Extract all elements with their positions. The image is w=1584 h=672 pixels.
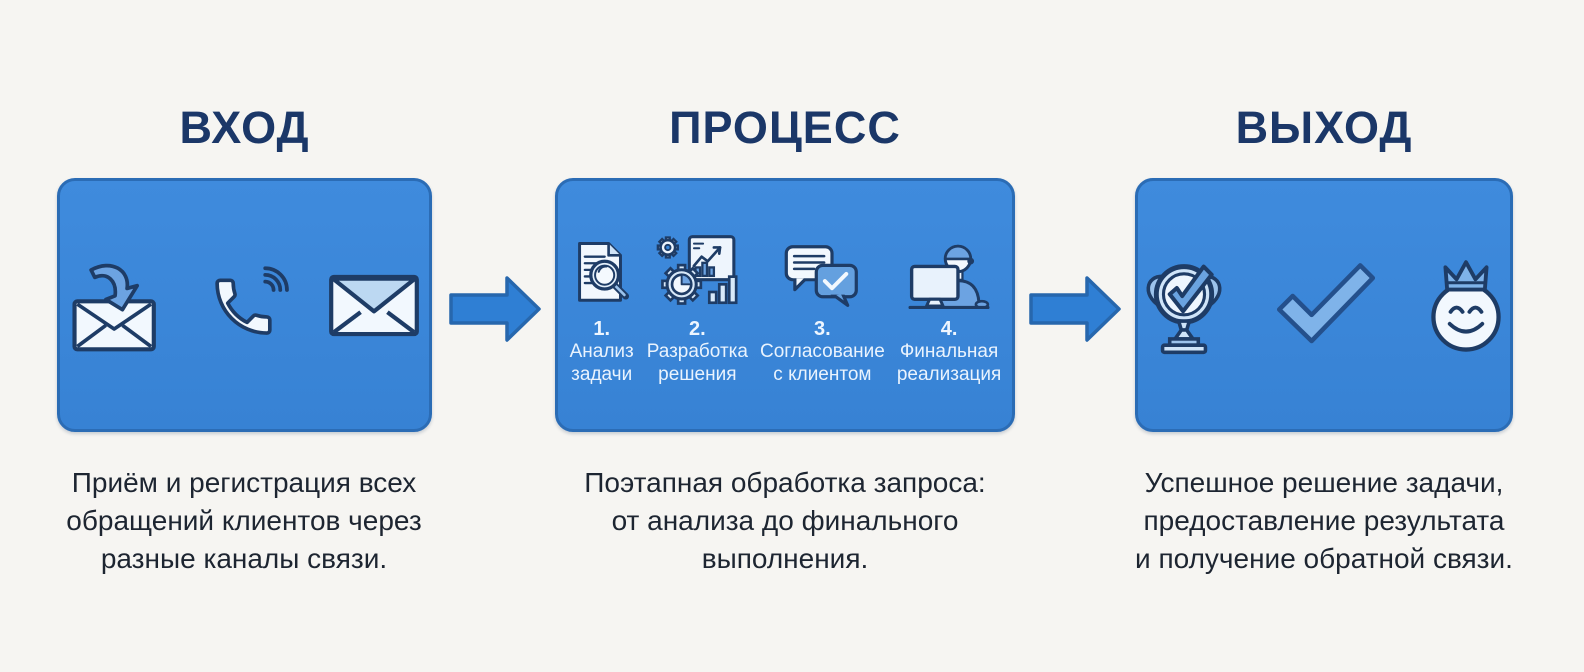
step-label-line2: задачи <box>571 364 633 386</box>
step-label-line1: Разработка <box>646 341 748 362</box>
description-line: и получение обратной связи. <box>1135 543 1513 574</box>
flow-arrow-right-icon <box>1029 276 1121 342</box>
description-line: Успешное решение задачи, <box>1144 467 1504 498</box>
description-line: от анализа до финального <box>611 505 959 536</box>
flow-arrow-right-icon <box>449 276 541 342</box>
input-title: ВХОД <box>179 102 310 153</box>
output-panel <box>1135 178 1513 432</box>
description-line: выполнения. <box>701 543 869 574</box>
document-search-icon <box>569 225 635 309</box>
step-label-line2: решения <box>658 364 737 386</box>
step-label-line1: Анализ <box>569 341 634 362</box>
process-title: ПРОЦЕСС <box>669 102 901 153</box>
input-description: Приём и регистрация всех обращений клиен… <box>34 464 454 578</box>
process-panel: 1. Анализ задачи <box>555 178 1015 432</box>
step-label-line2: реализация <box>896 364 1002 386</box>
checkmark-icon <box>1270 260 1382 350</box>
step-label-line1: Финальная <box>899 341 999 362</box>
step-number: 3. <box>814 318 831 340</box>
process-step-4: 4. Финальная реализация <box>897 225 1001 386</box>
crowned-smiley-icon <box>1418 257 1514 353</box>
process-step-2: 2. Разработка решения <box>647 225 748 386</box>
step-label-line2: с клиентом <box>773 364 872 386</box>
process-description: Поэтапная обработка запроса: от анализа … <box>545 464 1025 578</box>
envelope-download-icon <box>69 257 175 354</box>
description-line: обращений клиентов через <box>66 505 422 536</box>
description-line: Поэтапная обработка запроса: <box>584 467 986 498</box>
gears-analytics-icon <box>654 225 740 309</box>
trophy-check-icon <box>1134 250 1234 360</box>
envelope-icon <box>327 271 421 340</box>
output-title: ВЫХОД <box>1235 102 1413 153</box>
description-line: Приём и регистрация всех <box>71 467 417 498</box>
step-number: 2. <box>688 318 706 340</box>
step-label-line1: Согласование <box>759 341 885 362</box>
output-description: Успешное решение задачи, предоставление … <box>1094 464 1554 578</box>
description-line: разные каналы связи. <box>100 543 388 574</box>
process-step-1: 1. Анализ задачи <box>569 225 635 386</box>
description-line: предоставление результата <box>1143 505 1505 536</box>
phone-call-icon <box>205 263 297 347</box>
input-panel <box>57 178 432 432</box>
process-step-3: 3. Согласование с клиентом <box>760 225 885 386</box>
step-number: 4. <box>940 318 958 340</box>
step-number: 1. <box>593 318 611 340</box>
support-agent-icon <box>907 225 991 309</box>
chat-approval-icon <box>782 225 862 309</box>
